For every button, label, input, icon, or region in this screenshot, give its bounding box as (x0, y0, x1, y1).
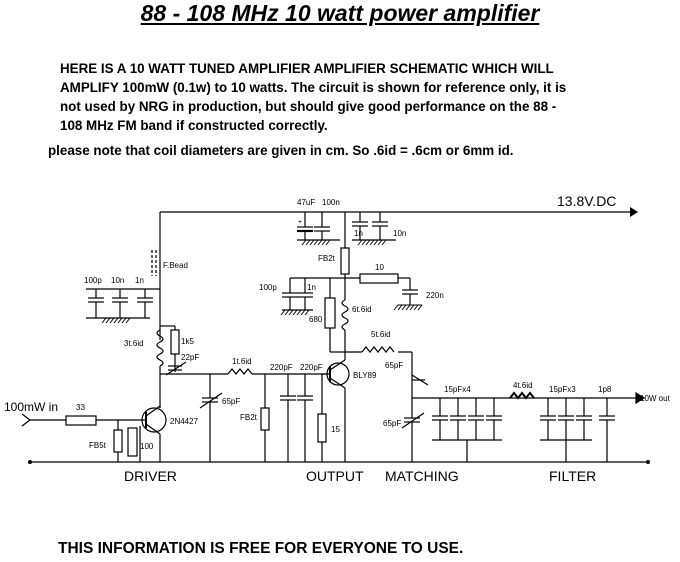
bly89-transistor (317, 359, 350, 462)
c-1n-label: 1n (354, 229, 363, 238)
ferrite-bead-label: F.Bead (163, 261, 188, 270)
l-4t6-label: 4t.6id (513, 381, 533, 390)
footer-notice: THIS INFORMATION IS FREE FOR EVERYONE TO… (58, 540, 464, 557)
c-1p8-label: 1p8 (598, 385, 612, 394)
l-6t6-label: 6t.6id (352, 305, 372, 314)
intro-line: 108 MHz FM band if constructed correctly… (60, 118, 328, 133)
r-1k5-label: 1k5 (181, 337, 194, 346)
intro-line: not used by NRG in production, but shoul… (60, 99, 557, 114)
output-supply-branch (330, 212, 418, 305)
page-title: 88 - 108 MHz 10 watt power amplifier (140, 0, 540, 26)
l-3t6-label: 3t.6id (124, 339, 144, 348)
c-220pf-2-label: 220pF (300, 363, 323, 372)
r-15-label: 15 (331, 425, 340, 434)
c-100n-label: 100n (322, 198, 340, 207)
cap-bank-15pfx4 (432, 398, 502, 462)
c-15pfx3-label: 15pFx3 (549, 385, 576, 394)
output-bias-caps (282, 277, 330, 311)
l-1t6-label: 1t.6id (232, 357, 252, 366)
c-10n-b-label: 10n (111, 276, 124, 285)
c-1n-b-label: 1n (307, 283, 316, 292)
section-driver: DRIVER (124, 468, 177, 484)
decoupling-caps-top (297, 212, 340, 241)
matching-network (401, 374, 646, 462)
fb2t-top-label: FB2t (318, 254, 336, 263)
filter-caps (540, 398, 615, 462)
supply-rail (159, 207, 638, 250)
input-label: 100mW in (4, 400, 58, 414)
c-65pf-c-label: 65pF (383, 419, 401, 428)
coil-4t (509, 391, 535, 400)
c-220n-label: 220n (426, 291, 444, 300)
section-output: OUTPUT (306, 468, 364, 484)
intro-paragraph: HERE IS A 10 WATT TUNED AMPLIFIER AMPLIF… (60, 59, 670, 135)
r-680-label: 680 (309, 315, 323, 324)
c-220pf-1-label: 220pF (270, 363, 293, 372)
q2-label: BLY89 (353, 371, 377, 380)
supply-label: 13.8V.DC (557, 193, 616, 209)
intro-line: AMPLIFY 100mW (0.1w) to 10 watts. The ci… (60, 80, 567, 95)
c-22pf-label: 22pF (181, 353, 199, 362)
output-collector-feed (324, 278, 349, 360)
c-65pf-b-label: 65pF (385, 361, 403, 370)
c-15pfx4-label: 15pFx4 (444, 385, 471, 394)
c-65pf-a-label: 65pF (222, 397, 240, 406)
svg-text:+: + (298, 219, 302, 226)
c-100p-a-label: 100p (84, 276, 102, 285)
fb5t-label: FB5t (89, 441, 107, 450)
r-100-label: 100 (140, 442, 154, 451)
c-10n-label: 10n (393, 229, 406, 238)
r-10-label: 10 (375, 263, 384, 272)
coil-diameter-note: please note that coil diameters are give… (48, 143, 514, 158)
intro-line: HERE IS A 10 WATT TUNED AMPLIFIER AMPLIF… (60, 61, 554, 76)
fb2t-mid-label: FB2t (240, 413, 258, 422)
interstage-match (199, 368, 330, 462)
r-33-label: 33 (76, 403, 85, 412)
decoupling-caps-right (352, 212, 396, 241)
section-filter: FILTER (549, 468, 596, 484)
driver-tank (156, 325, 200, 408)
section-matching: MATCHING (385, 468, 459, 484)
driver-supply (86, 250, 161, 340)
c-100p-b-label: 100p (259, 283, 277, 292)
q1-label: 2N4427 (170, 417, 199, 426)
c-47uf-label: 47uF (297, 198, 315, 207)
c-1n-c-label: 1n (135, 276, 144, 285)
output-label: 10W out (640, 394, 671, 403)
driver-input-stage (21, 405, 167, 462)
l-5t6-label: 5t.6id (371, 330, 391, 339)
